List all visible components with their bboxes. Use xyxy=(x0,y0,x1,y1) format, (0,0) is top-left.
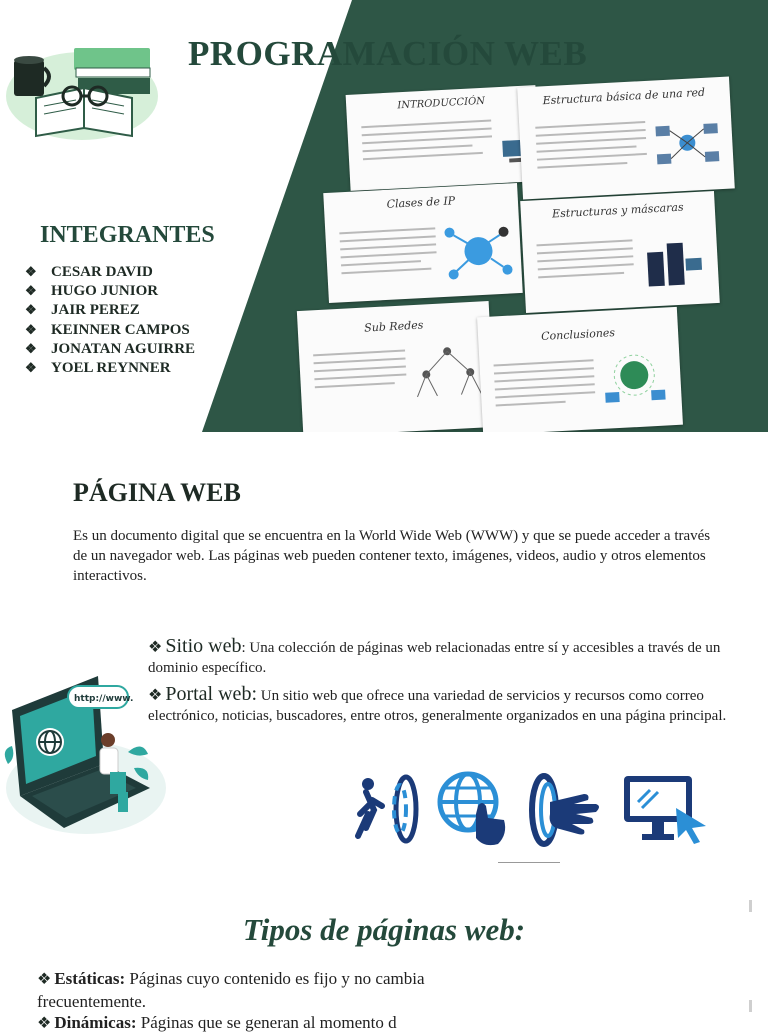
portal-web-bullet: ❖Portal web: Un sitio web que ofrece una… xyxy=(148,684,728,726)
bullet-diamond-icon: ❖ xyxy=(25,322,37,337)
cover-slide: PROGRAMACIÓN WEB INTEGRANTES ❖CESAR DAVI… xyxy=(0,0,768,432)
slide-thumbnail: Estructura básica de una red xyxy=(517,76,735,200)
pagina-web-description: Es un documento digital que se encuentra… xyxy=(73,528,711,584)
monitor-cursor-icon xyxy=(624,776,706,844)
member-item: ❖CESAR DAVID xyxy=(25,264,153,280)
globe-network-icon xyxy=(605,354,666,403)
walk-through-portal-icon xyxy=(355,774,419,844)
member-item: ❖KEINNER CAMPOS xyxy=(25,322,190,338)
sitio-web-text: : Una colección de páginas web relaciona… xyxy=(148,640,721,676)
member-item: ❖JONATAN AGUIRRE xyxy=(25,341,196,357)
laptop-web-illustration: http://www. xyxy=(4,676,166,834)
bullet-diamond-icon: ❖ xyxy=(148,687,163,704)
bullet-diamond-icon: ❖ xyxy=(148,639,163,656)
slide-thumbnail: Estructuras y máscaras xyxy=(520,191,720,313)
member-item: ❖JAIR PEREZ xyxy=(25,302,140,318)
estaticas-text: Páginas cuyo contenido es fijo y no camb… xyxy=(37,969,425,1011)
bullet-diamond-icon: ❖ xyxy=(37,971,52,988)
member-item: ❖YOEL REYNNER xyxy=(25,360,171,376)
server-rack-icon xyxy=(647,242,703,287)
sitio-web-bullet: ❖Sitio web: Una colección de páginas web… xyxy=(148,636,728,678)
books-coffee-illustration xyxy=(6,48,158,140)
url-label: http://www. xyxy=(74,694,133,704)
member-item: ❖HUGO JUNIOR xyxy=(25,283,159,299)
network-diagram-icon xyxy=(655,123,720,165)
sitio-web-label: Sitio web xyxy=(165,635,242,657)
web-icons-panel xyxy=(336,758,720,864)
subnet-tree-icon xyxy=(417,347,482,398)
portal-web-text: Un sitio web que ofrece una variedad de … xyxy=(148,688,727,724)
hand-portal-icon xyxy=(529,773,599,847)
slide-thumbnail: INTRODUCCIÓN xyxy=(345,85,541,191)
bullet-diamond-icon: ❖ xyxy=(25,341,37,356)
bullet-diamond-icon: ❖ xyxy=(25,264,37,279)
presentation-title: PROGRAMACIÓN WEB xyxy=(188,34,588,73)
team-heading: INTEGRANTES xyxy=(40,222,215,248)
bullet-diamond-icon: ❖ xyxy=(25,283,37,298)
slide-thumbnail: Conclusiones xyxy=(477,306,683,432)
divider xyxy=(498,862,560,863)
section-title-pagina-web: PÁGINA WEB xyxy=(73,478,241,507)
portal-web-label: Portal web: xyxy=(165,683,257,705)
slide-thumbnail: Clases de IP xyxy=(323,182,523,304)
bullet-diamond-icon: ❖ xyxy=(25,302,37,317)
globe-click-icon xyxy=(437,771,506,846)
estaticas-label: Estáticas: xyxy=(54,969,126,988)
estaticas-bullet: ❖Estáticas: Páginas cuyo contenido es fi… xyxy=(37,968,437,1013)
section-title-tipos: Tipos de páginas web: xyxy=(242,912,526,947)
bullet-diamond-icon: ❖ xyxy=(25,360,37,375)
slide-thumbnail: Sub Redes xyxy=(296,301,496,432)
dinamicas-label: Dinámicas: xyxy=(54,1013,137,1032)
dinamicas-text: Páginas que se generan al momento d xyxy=(136,1013,397,1032)
scroll-mark xyxy=(749,1000,752,1012)
ip-network-icon xyxy=(444,226,513,280)
scroll-mark xyxy=(749,900,752,912)
